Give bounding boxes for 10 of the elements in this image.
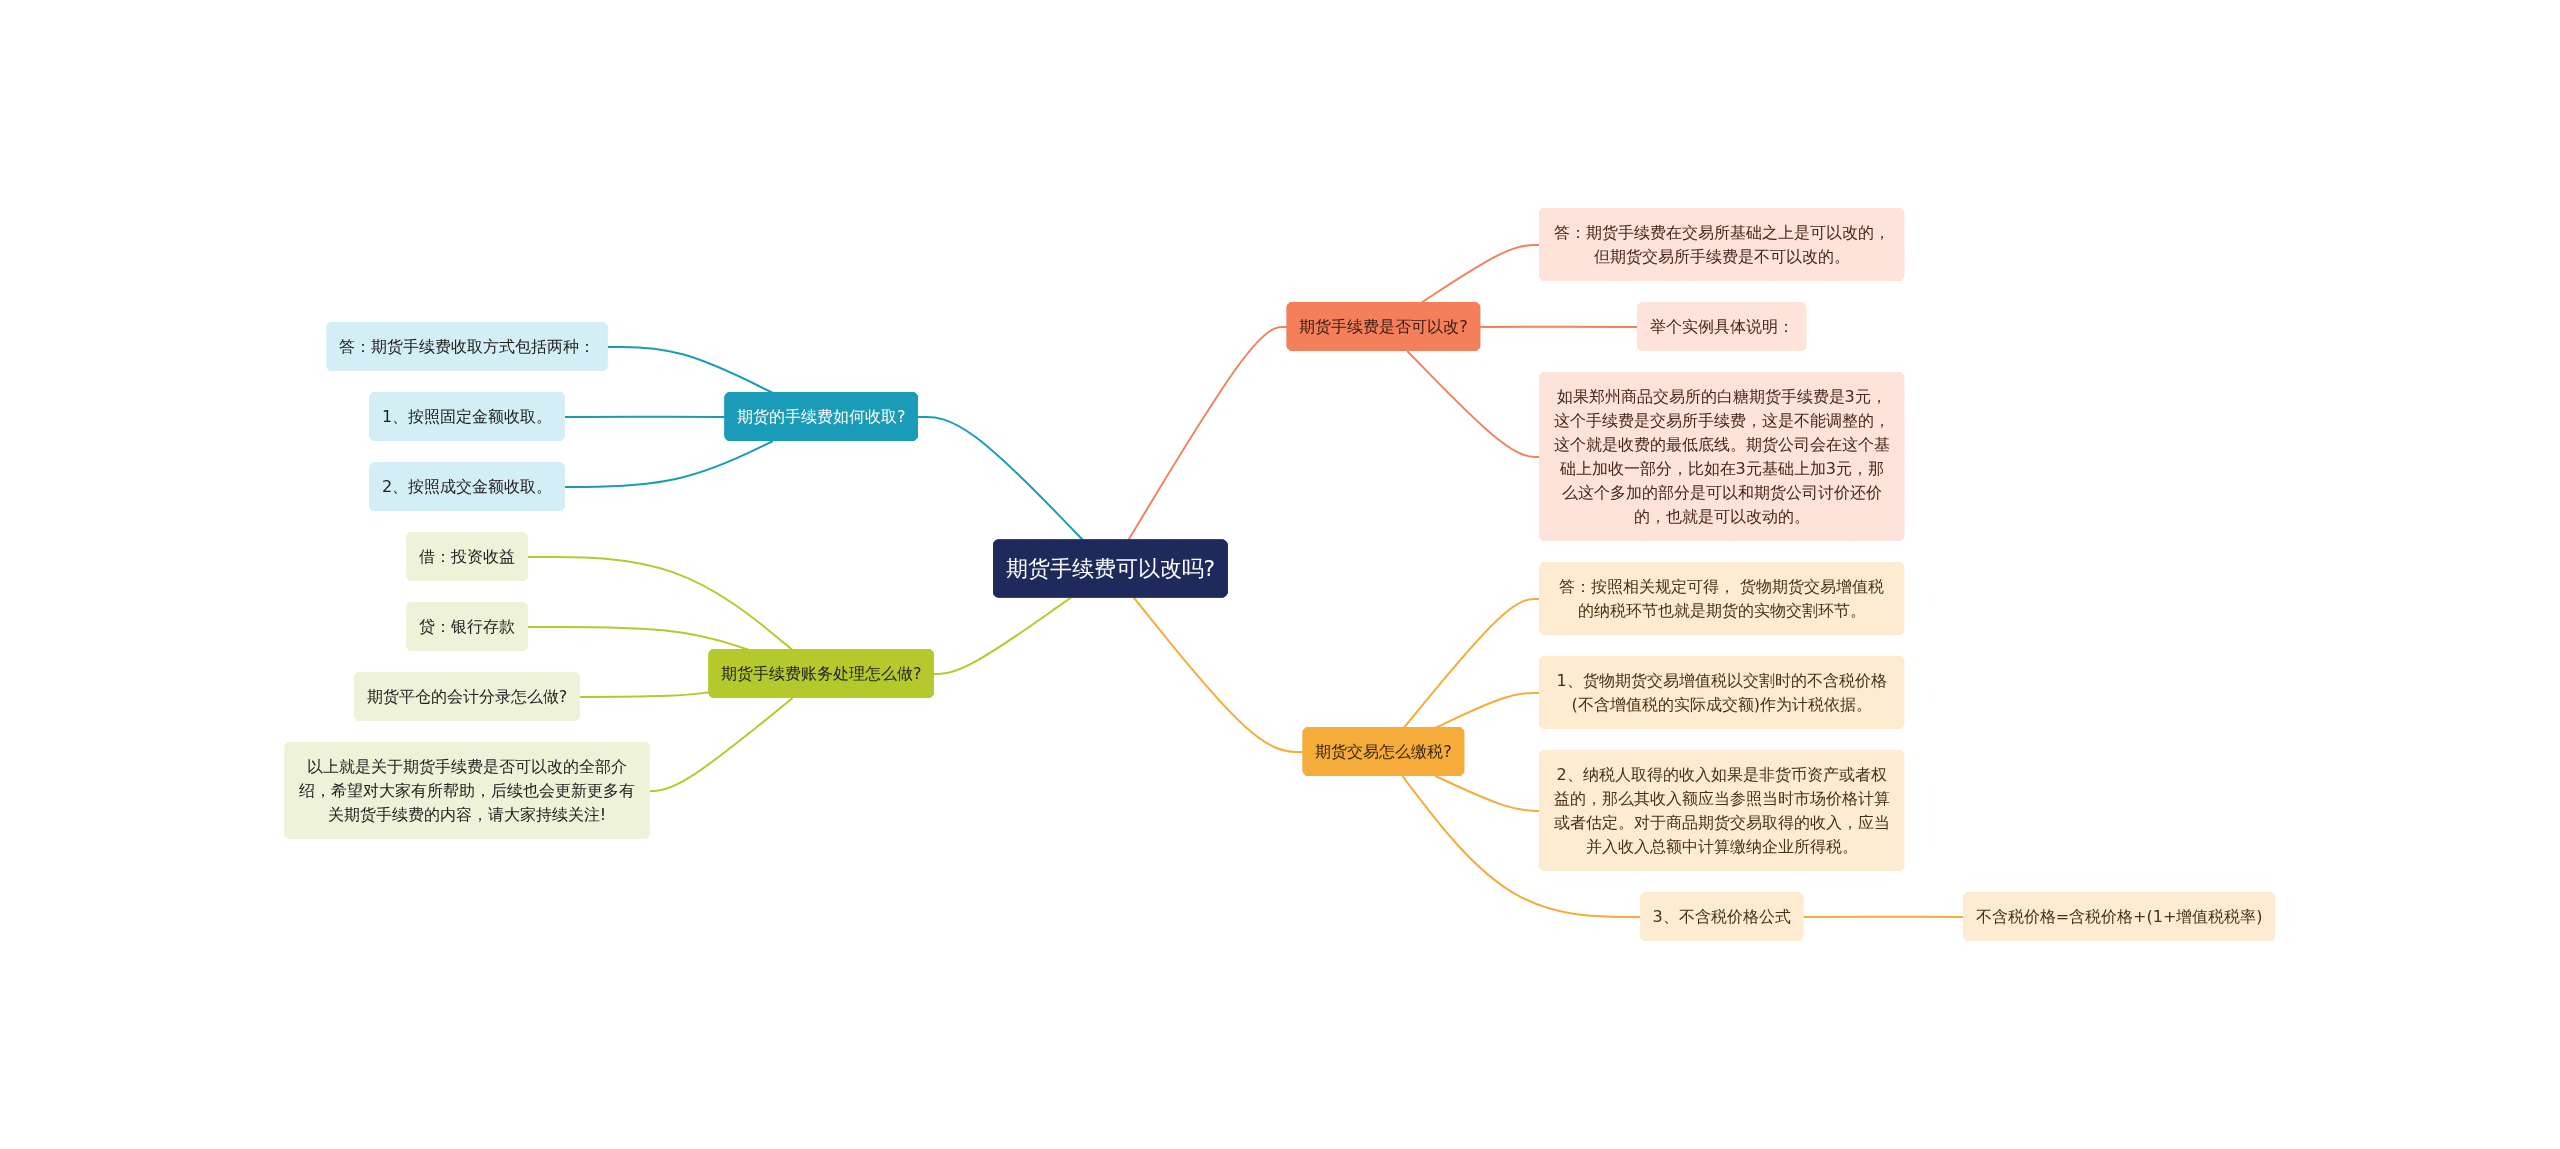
connector [606, 345, 775, 394]
connector [526, 555, 794, 651]
connector [563, 440, 775, 488]
connector [1127, 325, 1289, 542]
connector [917, 415, 1085, 542]
connector [648, 697, 794, 792]
connector [1132, 596, 1305, 753]
connector [578, 691, 711, 698]
connector [563, 415, 727, 418]
connector [933, 596, 1073, 675]
